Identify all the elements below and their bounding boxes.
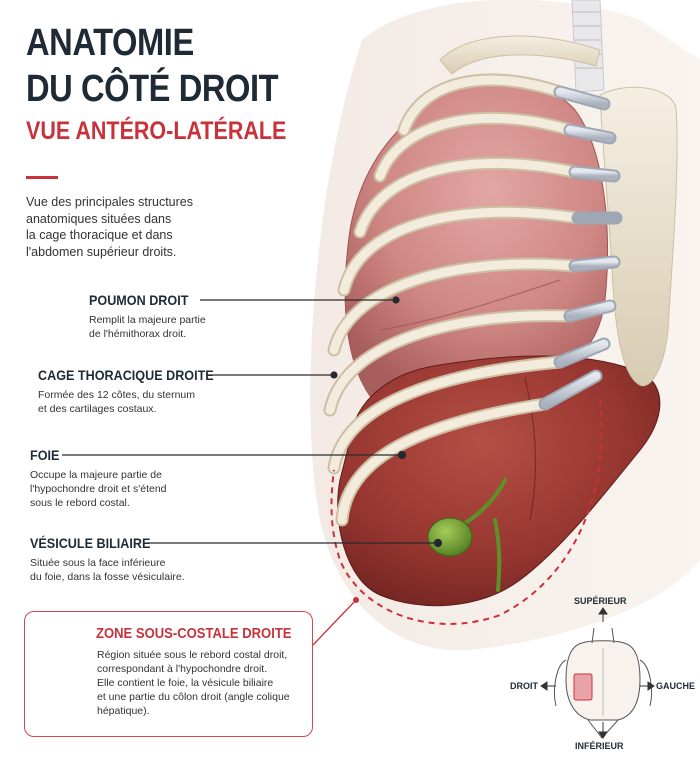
subcostal-zone-outline <box>330 399 603 625</box>
zone-line: Elle contient le foie, la vésicule bilia… <box>97 677 274 689</box>
zone-title: ZONE SOUS-COSTALE DROITE <box>96 626 292 642</box>
intro-line: l'abdomen supérieur droits. <box>26 244 177 259</box>
page-title-line2: DU CÔTÉ DROIT <box>26 68 279 110</box>
label-gallbladder-title: VÉSICULE BILIAIRE <box>30 535 151 551</box>
lung-fissure <box>379 279 561 331</box>
page-title-line1: ANATOMIE <box>26 22 194 64</box>
label-rib-cage-title: CAGE THORACIQUE DROITE <box>38 367 214 383</box>
zone-line: correspondant à l'hypochondre droit. <box>97 663 268 675</box>
label-line: sous le rebord costal. <box>30 497 130 509</box>
label-line: l'hypochondre droit et s'étend <box>30 483 167 495</box>
zone-line: hépatique). <box>97 705 150 717</box>
zone-line: Région située sous le rebord costal droi… <box>97 649 288 661</box>
zone-connector-line <box>312 599 357 646</box>
intro-line: anatomiques situées dans <box>26 211 172 226</box>
orientation-bottom-label: INFÉRIEUR <box>575 741 624 751</box>
label-right-lung-title: POUMON DROIT <box>89 292 189 308</box>
gallbladder <box>427 517 473 557</box>
intro-line: Vue des principales structures <box>26 195 193 209</box>
orientation-figure <box>553 627 653 739</box>
rib-cage <box>323 73 623 527</box>
label-line: de l'hémithorax droit. <box>89 328 187 340</box>
label-gallbladder-desc: Située sous la face inférieure du foie, … <box>30 556 185 584</box>
liver-ligament <box>524 377 537 521</box>
label-line: Remplit la majeure partie <box>89 314 206 326</box>
orientation-left-label: DROIT <box>510 681 538 691</box>
orientation-arrows <box>540 607 655 739</box>
label-rib-cage-desc: Formée des 12 côtes, du sternum et des c… <box>38 388 195 416</box>
zone-connector-dot <box>353 597 359 603</box>
label-line: du foie, dans la fosse vésiculaire. <box>30 571 185 583</box>
page-subtitle: VUE ANTÉRO-LATÉRALE <box>26 117 287 145</box>
clavicle <box>439 35 601 75</box>
orientation-top-label: SUPÉRIEUR <box>574 596 627 606</box>
label-right-lung-desc: Remplit la majeure partie de l'hémithora… <box>89 313 206 341</box>
label-line: Formée des 12 côtes, du sternum <box>38 389 195 401</box>
leader-lines <box>62 296 443 548</box>
subcostal-zone-callout <box>24 611 313 737</box>
intro-text: Vue des principales structures anatomiqu… <box>26 194 226 260</box>
intro-line: la cage thoracique et dans <box>26 228 173 242</box>
title-accent-rule <box>26 176 58 179</box>
zone-line: et une partie du côlon droit (angle coli… <box>97 691 290 703</box>
label-liver-desc: Occupe la majeure partie de l'hypochondr… <box>30 468 167 510</box>
orientation-zone-highlight <box>573 673 593 701</box>
orientation-right-label: GAUCHE <box>656 681 696 691</box>
label-liver-title: FOIE <box>30 447 60 463</box>
label-line: Située sous la face inférieure <box>30 557 166 569</box>
label-line: Occupe la majeure partie de <box>30 469 162 481</box>
label-line: et des cartilages costaux. <box>38 403 157 415</box>
zone-description: Région située sous le rebord costal droi… <box>97 648 290 718</box>
